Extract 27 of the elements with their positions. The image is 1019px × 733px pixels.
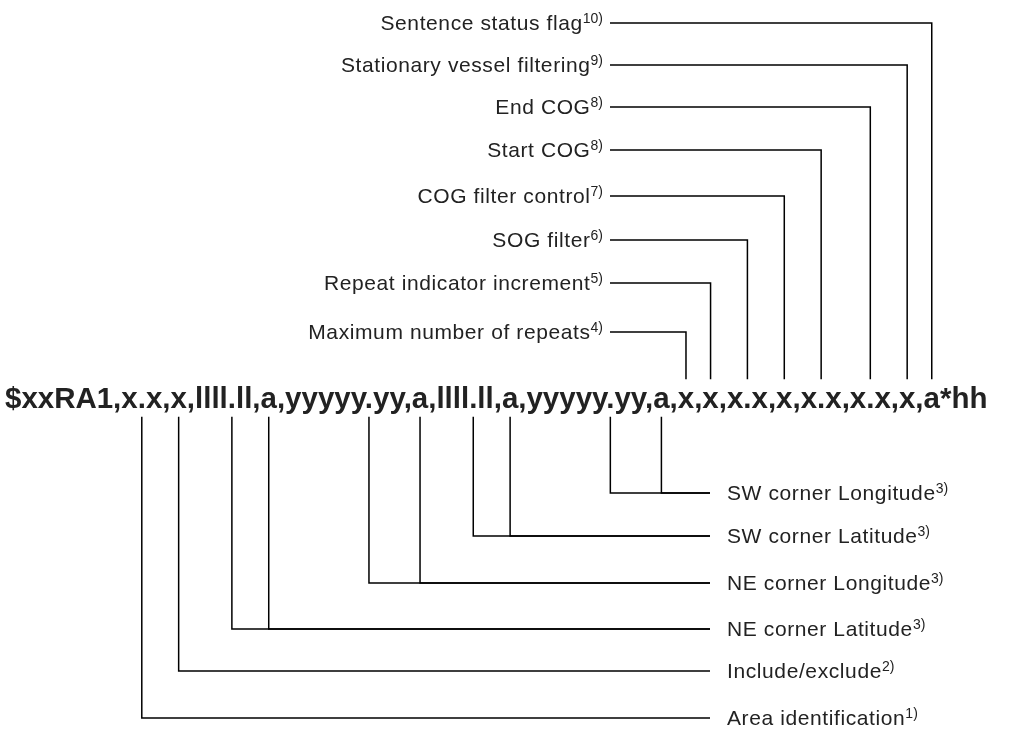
leader-line xyxy=(609,331,687,380)
leader-line xyxy=(660,416,711,494)
field-label: NE corner Latitude$^{3)}$ xyxy=(727,617,926,641)
leader-line xyxy=(609,282,712,380)
leader-line xyxy=(609,195,786,380)
leader-line xyxy=(609,106,872,380)
field-label: Stationary vessel filtering$^{9)}$ xyxy=(340,53,603,77)
field-label: End COG$^{8)}$ xyxy=(495,95,603,119)
field-label: SW corner Latitude$^{3)}$ xyxy=(727,524,930,548)
leader-line xyxy=(177,416,711,672)
field-label: SOG filter$^{6)}$ xyxy=(492,228,603,252)
field-label: Include/exclude$^{2)}$ xyxy=(727,659,895,683)
field-label: NE corner Longitude$^{3)}$ xyxy=(727,571,944,595)
leader-line xyxy=(141,416,711,719)
field-label: Area identification$^{1)}$ xyxy=(727,706,918,730)
field-label: Maximum number of repeats$^{4)}$ xyxy=(308,320,603,344)
field-label: SW corner Longitude$^{3)}$ xyxy=(727,481,949,505)
field-label: Repeat indicator increment$^{5)}$ xyxy=(323,271,603,295)
field-label: COG filter control$^{7)}$ xyxy=(417,184,603,208)
field-label: Start COG$^{8)}$ xyxy=(487,138,603,162)
sentence-format: $xxRA1,x.x,x,llll.ll,a,yyyyy.yy,a,llll.ll,a,yyyyy.yy,a,x,x,x.x,x,x.x,x.x,x,a*hh xyxy=(5,381,988,415)
leader-line xyxy=(609,239,749,380)
leader-line xyxy=(609,22,933,380)
leader-line xyxy=(609,64,908,380)
field-label: Sentence status flag$^{10)}$ xyxy=(380,11,603,35)
leader-line xyxy=(609,149,822,380)
leader-line xyxy=(509,416,711,537)
